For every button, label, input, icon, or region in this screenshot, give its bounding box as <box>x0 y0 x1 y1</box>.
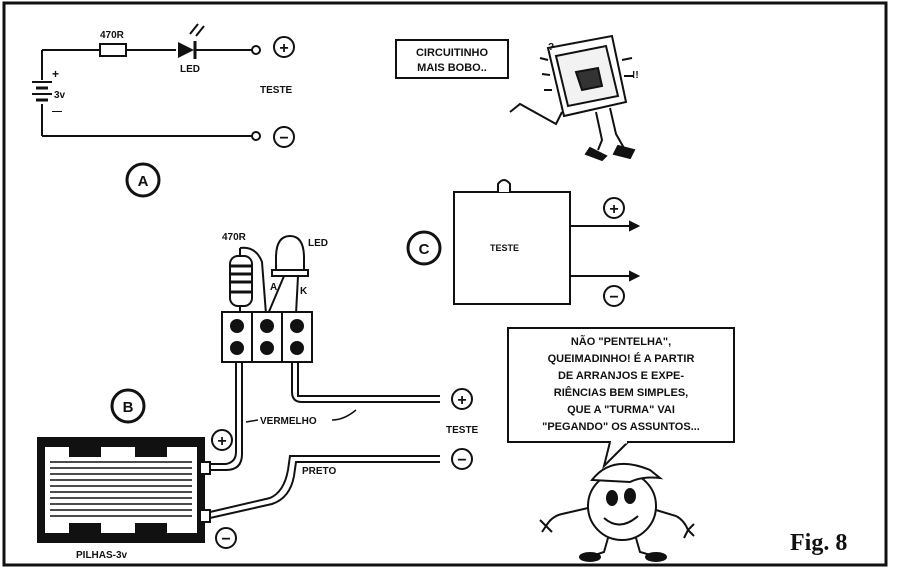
svg-text:+: + <box>217 433 226 450</box>
marker-b: B <box>110 388 146 424</box>
svg-text:−: − <box>609 289 618 306</box>
svg-text:QUEIMADINHO! É A PARTIR: QUEIMADINHO! É A PARTIR <box>548 352 695 365</box>
resistor-a-label: 470R <box>100 30 125 41</box>
svg-text:!!: !! <box>632 70 639 81</box>
battery-minus-symbol: − <box>215 527 237 549</box>
led-b-pin-k: K <box>300 286 308 297</box>
svg-text:+: + <box>457 392 466 409</box>
svg-text:TESTE: TESTE <box>490 243 519 253</box>
chip-character-illustration: ? !! <box>509 34 639 162</box>
battery-holder-label: PILHAS-3v <box>76 550 128 561</box>
led-b-label: LED <box>308 238 328 249</box>
svg-text:C: C <box>419 241 430 258</box>
svg-text:MAIS BOBO..: MAIS BOBO.. <box>417 62 487 74</box>
led-b-pin-a: A <box>270 282 277 293</box>
svg-text:A: A <box>138 173 149 190</box>
svg-text:RIÊNCIAS BEM SIMPLES,: RIÊNCIAS BEM SIMPLES, <box>554 386 688 399</box>
led-a-label: LED <box>180 64 200 75</box>
marker-c: C <box>406 230 442 266</box>
led-b <box>267 234 309 315</box>
led-symbol-a <box>178 23 206 59</box>
battery-plus-symbol: + <box>211 429 233 451</box>
test-box-c: TESTE <box>453 179 571 305</box>
plus-terminal-a: + <box>273 36 295 58</box>
minus-terminal-b: − <box>451 448 473 470</box>
red-wire-label: VERMELHO <box>260 416 317 427</box>
resistor-b-label: 470R <box>222 232 247 243</box>
black-wire-label: PRETO <box>302 466 336 477</box>
red-wire <box>210 362 243 471</box>
svg-text:CIRCUITINHO: CIRCUITINHO <box>416 47 489 59</box>
figure-label: Fig. 8 <box>790 530 847 556</box>
svg-text:?: ? <box>548 42 554 53</box>
svg-text:DE ARRANJOS E EXPE-: DE ARRANJOS E EXPE- <box>558 370 684 382</box>
svg-text:−: − <box>221 531 230 548</box>
svg-text:"PEGANDO" OS ASSUNTOS...: "PEGANDO" OS ASSUNTOS... <box>542 421 700 433</box>
cartoon-box: CIRCUITINHO MAIS BOBO.. <box>395 39 509 79</box>
plus-terminal-c: + <box>603 197 625 219</box>
test-a-label: TESTE <box>260 85 293 96</box>
svg-text:+: + <box>279 40 288 57</box>
test-leads-b <box>291 362 440 403</box>
ball-character-illustration <box>539 463 695 562</box>
svg-text:NÃO "PENTELHA",: NÃO "PENTELHA", <box>571 335 671 348</box>
battery-holder <box>37 437 211 543</box>
marker-a: A <box>125 162 161 198</box>
svg-text:B: B <box>123 399 134 416</box>
circuit-a <box>32 43 261 141</box>
terminal-strip <box>221 311 313 363</box>
speech-bubble: NÃO "PENTELHA", QUEIMADINHO! É A PARTIR … <box>507 327 735 470</box>
test-box-c-leads <box>570 220 641 282</box>
resistor-a <box>99 43 127 57</box>
resistor-b <box>229 246 267 315</box>
minus-terminal-a: − <box>273 126 295 148</box>
battery-a-minus: — <box>52 106 62 117</box>
svg-text:−: − <box>279 130 288 147</box>
svg-text:−: − <box>457 452 466 469</box>
battery-a-plus: + <box>52 67 59 81</box>
black-wire <box>209 455 440 519</box>
plus-terminal-b: + <box>451 388 473 410</box>
svg-text:+: + <box>609 201 618 218</box>
test-b-label: TESTE <box>446 425 479 436</box>
svg-text:QUE A "TURMA" VAI: QUE A "TURMA" VAI <box>567 404 675 416</box>
battery-a-voltage: 3v <box>54 90 66 101</box>
minus-terminal-c: − <box>603 285 625 307</box>
